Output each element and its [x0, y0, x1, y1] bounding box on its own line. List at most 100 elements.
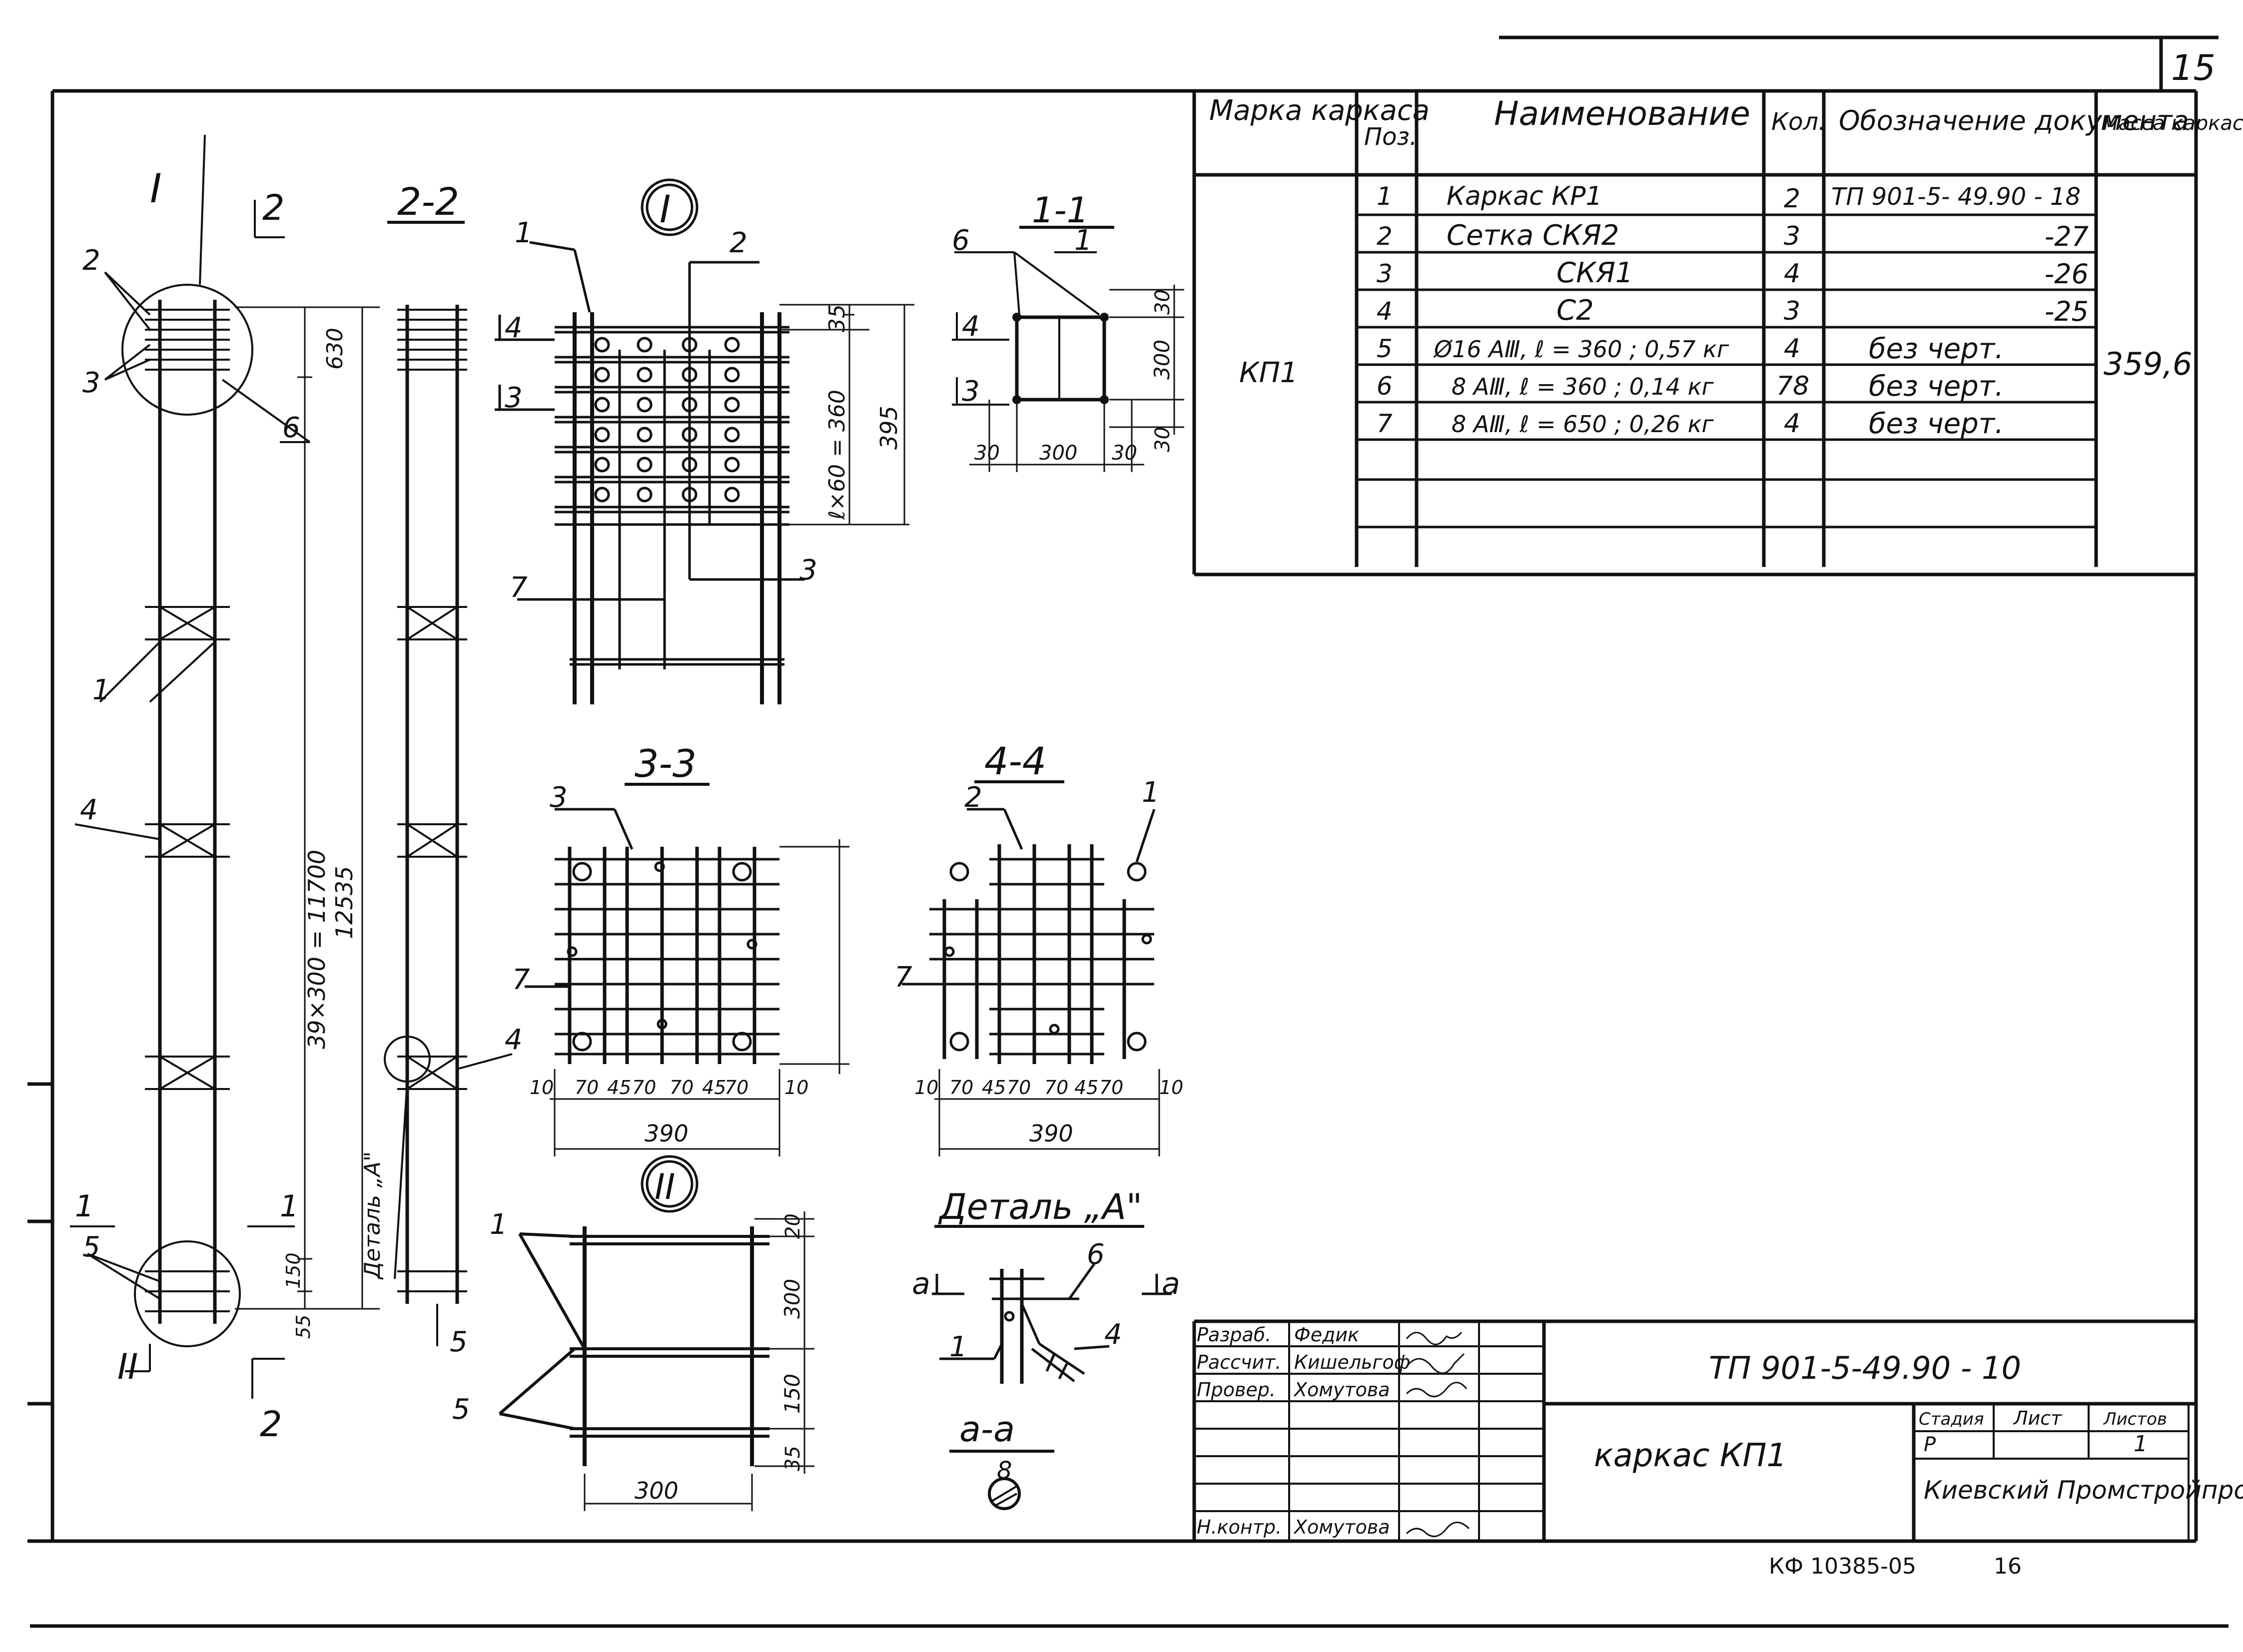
svg-text:45: 45: [607, 1077, 631, 1099]
callout-7-s33: 7: [512, 964, 530, 996]
section-1-1-title: 1-1: [1032, 190, 1089, 231]
node-II-label: II: [117, 1346, 138, 1387]
callout-5-s22: 5: [450, 1326, 468, 1358]
doc-code: ТП 901-5-49.90 - 10: [1709, 1350, 2021, 1386]
dim-30-bottom: 30: [1151, 427, 1174, 452]
signer-role-4: Н.контр.: [1197, 1516, 1282, 1538]
svg-text:-27: -27: [2045, 221, 2089, 252]
svg-text:5: 5: [1377, 334, 1393, 363]
header-qty: Кол.: [1771, 108, 1826, 136]
svg-text:70: 70: [575, 1077, 599, 1099]
detail-A-title: Деталь „А": [938, 1186, 1142, 1227]
svg-text:2: 2: [1377, 222, 1393, 251]
spec-row-3: 3 СКЯ1 4 -26: [1377, 257, 2089, 290]
svg-text:45: 45: [1074, 1077, 1098, 1099]
callout-4-detail: 4: [1104, 1318, 1122, 1351]
svg-text:70: 70: [1044, 1077, 1068, 1099]
callout-2: 2: [82, 244, 100, 277]
svg-text:4: 4: [1784, 259, 1800, 289]
node-I-label: I: [150, 165, 162, 212]
svg-text:70: 70: [632, 1077, 656, 1099]
cut-mark-2-bottom: 2: [260, 1404, 282, 1445]
signer-name-1: Федик: [1294, 1324, 1359, 1346]
spec-table: Марка каркаса Поз. Наименование Кол. Обо…: [1192, 91, 2243, 576]
organization: Киевский Промстройпроект: [1924, 1476, 2243, 1505]
callout-6: 6: [282, 412, 300, 444]
svg-text:Ø16 АⅢ, ℓ = 360 ; 0,57 кг: Ø16 АⅢ, ℓ = 360 ; 0,57 кг: [1433, 336, 1729, 363]
header-mass: Масса каркаса, кг: [2101, 112, 2243, 135]
dim-30-top: 30: [1151, 289, 1174, 315]
cut-mark-1-right: 1: [280, 1189, 299, 1224]
callout-1: 1: [92, 674, 110, 706]
section-3-3-title: 3-3: [635, 741, 697, 786]
cut-mark-a-left: а: [912, 1266, 930, 1301]
callout-1-node-II: 1: [490, 1208, 508, 1241]
svg-text:Сетка СКЯ2: Сетка СКЯ2: [1447, 219, 1619, 252]
spec-row-2: 2 Сетка СКЯ2 3 -27: [1377, 219, 2089, 252]
svg-text:-25: -25: [2045, 296, 2089, 327]
dim-20: 20: [781, 1213, 804, 1239]
callout-5-node-II: 5: [452, 1393, 470, 1426]
section-1-1: 1-1 6 1 4 3 30: [952, 190, 1184, 472]
title-block: Разраб. Федик Рассчит. Кишельгоф Провер.…: [1192, 1319, 2243, 1541]
sheets-value: 1: [2134, 1431, 2148, 1457]
svg-text:70: 70: [725, 1077, 748, 1099]
frame-mass: 359,6: [2104, 346, 2193, 382]
sheets-label: Листов: [2103, 1409, 2167, 1429]
cut-mark-3-s11: 3: [962, 375, 980, 408]
spec-row-4: 4 С2 3 -25: [1377, 294, 2089, 327]
section-a-a-title: а-а: [959, 1409, 1015, 1450]
callout-3: 3: [82, 367, 100, 399]
header-mark: Марка каркаса: [1209, 94, 1430, 127]
callout-1-s11: 1: [1074, 224, 1092, 257]
callout-6-s11: 6: [952, 224, 970, 257]
svg-text:-26: -26: [2045, 258, 2089, 290]
signer-name-2: Кишельгоф: [1294, 1351, 1410, 1373]
svg-text:70: 70: [1099, 1077, 1123, 1099]
callout-4-s22: 4: [505, 1024, 523, 1056]
callout-7-node-I: 7: [510, 571, 528, 604]
svg-text:6: 6: [1377, 372, 1393, 401]
spec-row-6: 6 8 АⅢ, ℓ = 360 ; 0,14 кг 78 без черт.: [1377, 370, 2004, 403]
cut-mark-3: 3: [505, 382, 523, 414]
stage-label: Стадия: [1919, 1409, 1984, 1429]
svg-text:10: 10: [784, 1077, 808, 1099]
cut-mark-4-s11: 4: [962, 310, 980, 343]
callout-2-s44: 2: [964, 781, 982, 814]
dim-35-node-II: 35: [781, 1446, 804, 1471]
s33-dim-marks: 10 70 45 70 70 45 70 10: [530, 1077, 808, 1099]
svg-text:8 АⅢ, ℓ = 360 ; 0,14 кг: 8 АⅢ, ℓ = 360 ; 0,14 кг: [1452, 373, 1714, 400]
callout-3-node-I: 3: [799, 554, 817, 586]
header-doc: Обозначение документа: [1839, 105, 2189, 136]
dim-300-node-II: 300: [780, 1279, 804, 1319]
section-2-2-title: 2-2: [397, 179, 459, 224]
callout-2-node-I: 2: [730, 227, 748, 259]
node-II-view: II 1 5 20 300 150 35 300: [452, 1155, 814, 1511]
bottom-code: КФ 10385-05: [1769, 1554, 1916, 1579]
svg-text:45: 45: [702, 1077, 726, 1099]
sheet-frame: [27, 35, 2229, 1628]
dim-30-left: 30: [974, 442, 1000, 465]
frame-mark: КП1: [1239, 357, 1298, 389]
header-pos: Поз.: [1364, 123, 1417, 151]
dim-12535: 12535: [331, 866, 358, 939]
svg-text:78: 78: [1776, 371, 1809, 401]
node-II-title: II: [655, 1166, 675, 1207]
signer-role-2: Рассчит.: [1197, 1351, 1281, 1373]
svg-text:4: 4: [1377, 297, 1393, 326]
svg-text:без черт.: без черт.: [1869, 333, 2004, 365]
spec-row-1: 1 Каркас КР1 2 ТП 901-5- 49.90 - 18: [1377, 181, 2081, 214]
svg-text:3: 3: [1784, 296, 1800, 326]
svg-text:2: 2: [1784, 184, 1800, 214]
section-3-3: 3-3: [512, 741, 849, 1156]
detail-A-view: Деталь „А" 6 4 1 а а а-а: [912, 1186, 1180, 1510]
org-name: Киевский Промстройпроект: [1924, 1476, 2243, 1505]
svg-text:1: 1: [1377, 182, 1393, 211]
dim-150-node-II: 150: [780, 1374, 804, 1414]
dim-55: 55: [292, 1315, 314, 1339]
callout-1-node-I: 1: [515, 217, 533, 249]
dim-395: 395: [875, 406, 902, 450]
spec-row-5: 5 Ø16 АⅢ, ℓ = 360 ; 0,57 кг 4 без черт.: [1377, 333, 2004, 365]
callout-6-detail: 6: [1087, 1238, 1105, 1271]
